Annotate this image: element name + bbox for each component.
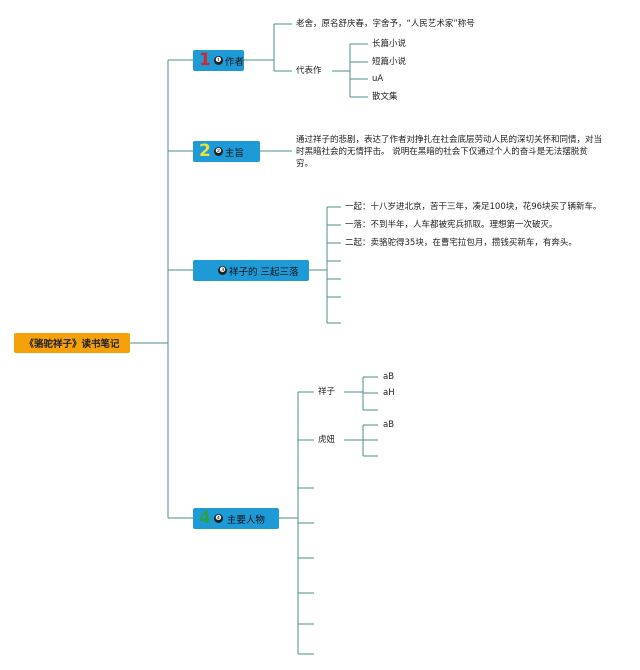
root-node[interactable]: 《骆驼祥子》读书笔记 xyxy=(14,333,130,353)
work-essays[interactable]: 散文集 xyxy=(372,92,398,102)
branch-author[interactable]: 1 ❶ 作者 xyxy=(193,50,244,71)
character-xiangzi[interactable]: 祥子 xyxy=(318,387,336,397)
branch-ups-downs[interactable]: ❸ 祥子的 三起三落 xyxy=(193,260,309,281)
branch-author-label: 作者 xyxy=(224,56,244,68)
circled-number-1: ❶ xyxy=(213,56,223,65)
branch-number-2: 2 xyxy=(199,141,211,161)
ups-downs-item-1[interactable]: 一起：十八岁进北京，苦干三年，凑足100块，花96块买了辆新车。 xyxy=(345,202,602,212)
xiangzi-trait-1[interactable]: aB xyxy=(383,372,395,382)
circled-number-3: ❸ xyxy=(218,266,227,275)
ups-downs-item-3[interactable]: 二起：卖骆驼得35块，在曹宅拉包月，攒钱买新车，有奔头。 xyxy=(345,238,577,248)
branch-ups-downs-label: 祥子的 三起三落 xyxy=(229,266,299,278)
work-ua[interactable]: uA xyxy=(372,74,384,84)
huniu-trait-1[interactable]: aB xyxy=(383,420,395,430)
branch-number-4: 4 xyxy=(199,508,211,528)
author-names[interactable]: 老舍，原名舒庆春，字舍予，“人民艺术家”称号 xyxy=(296,19,475,29)
work-short-story[interactable]: 短篇小说 xyxy=(372,57,407,67)
branch-number-1: 1 xyxy=(199,50,211,70)
author-works-label[interactable]: 代表作 xyxy=(296,66,322,76)
branch-theme[interactable]: 2 ❷ 主旨 xyxy=(193,141,260,162)
circled-number-2: ❷ xyxy=(213,147,223,156)
character-huniu[interactable]: 虎妞 xyxy=(318,435,336,445)
ups-downs-item-2[interactable]: 一落：不到半年，人车都被宪兵抓取。理想第一次破灭。 xyxy=(345,220,558,230)
branch-characters[interactable]: 4 ❹ 主要人物 xyxy=(193,508,279,529)
theme-text[interactable]: 通过祥子的悲剧，表达了作者对挣扎在社会底层劳动人民的深切关怀和同情，对当时黑暗社… xyxy=(296,135,603,169)
circled-number-4: ❹ xyxy=(213,514,223,523)
branch-theme-label: 主旨 xyxy=(224,147,244,159)
branch-characters-label: 主要人物 xyxy=(226,514,265,526)
xiangzi-trait-2[interactable]: aH xyxy=(383,388,395,398)
work-novel[interactable]: 长篇小说 xyxy=(372,39,407,49)
